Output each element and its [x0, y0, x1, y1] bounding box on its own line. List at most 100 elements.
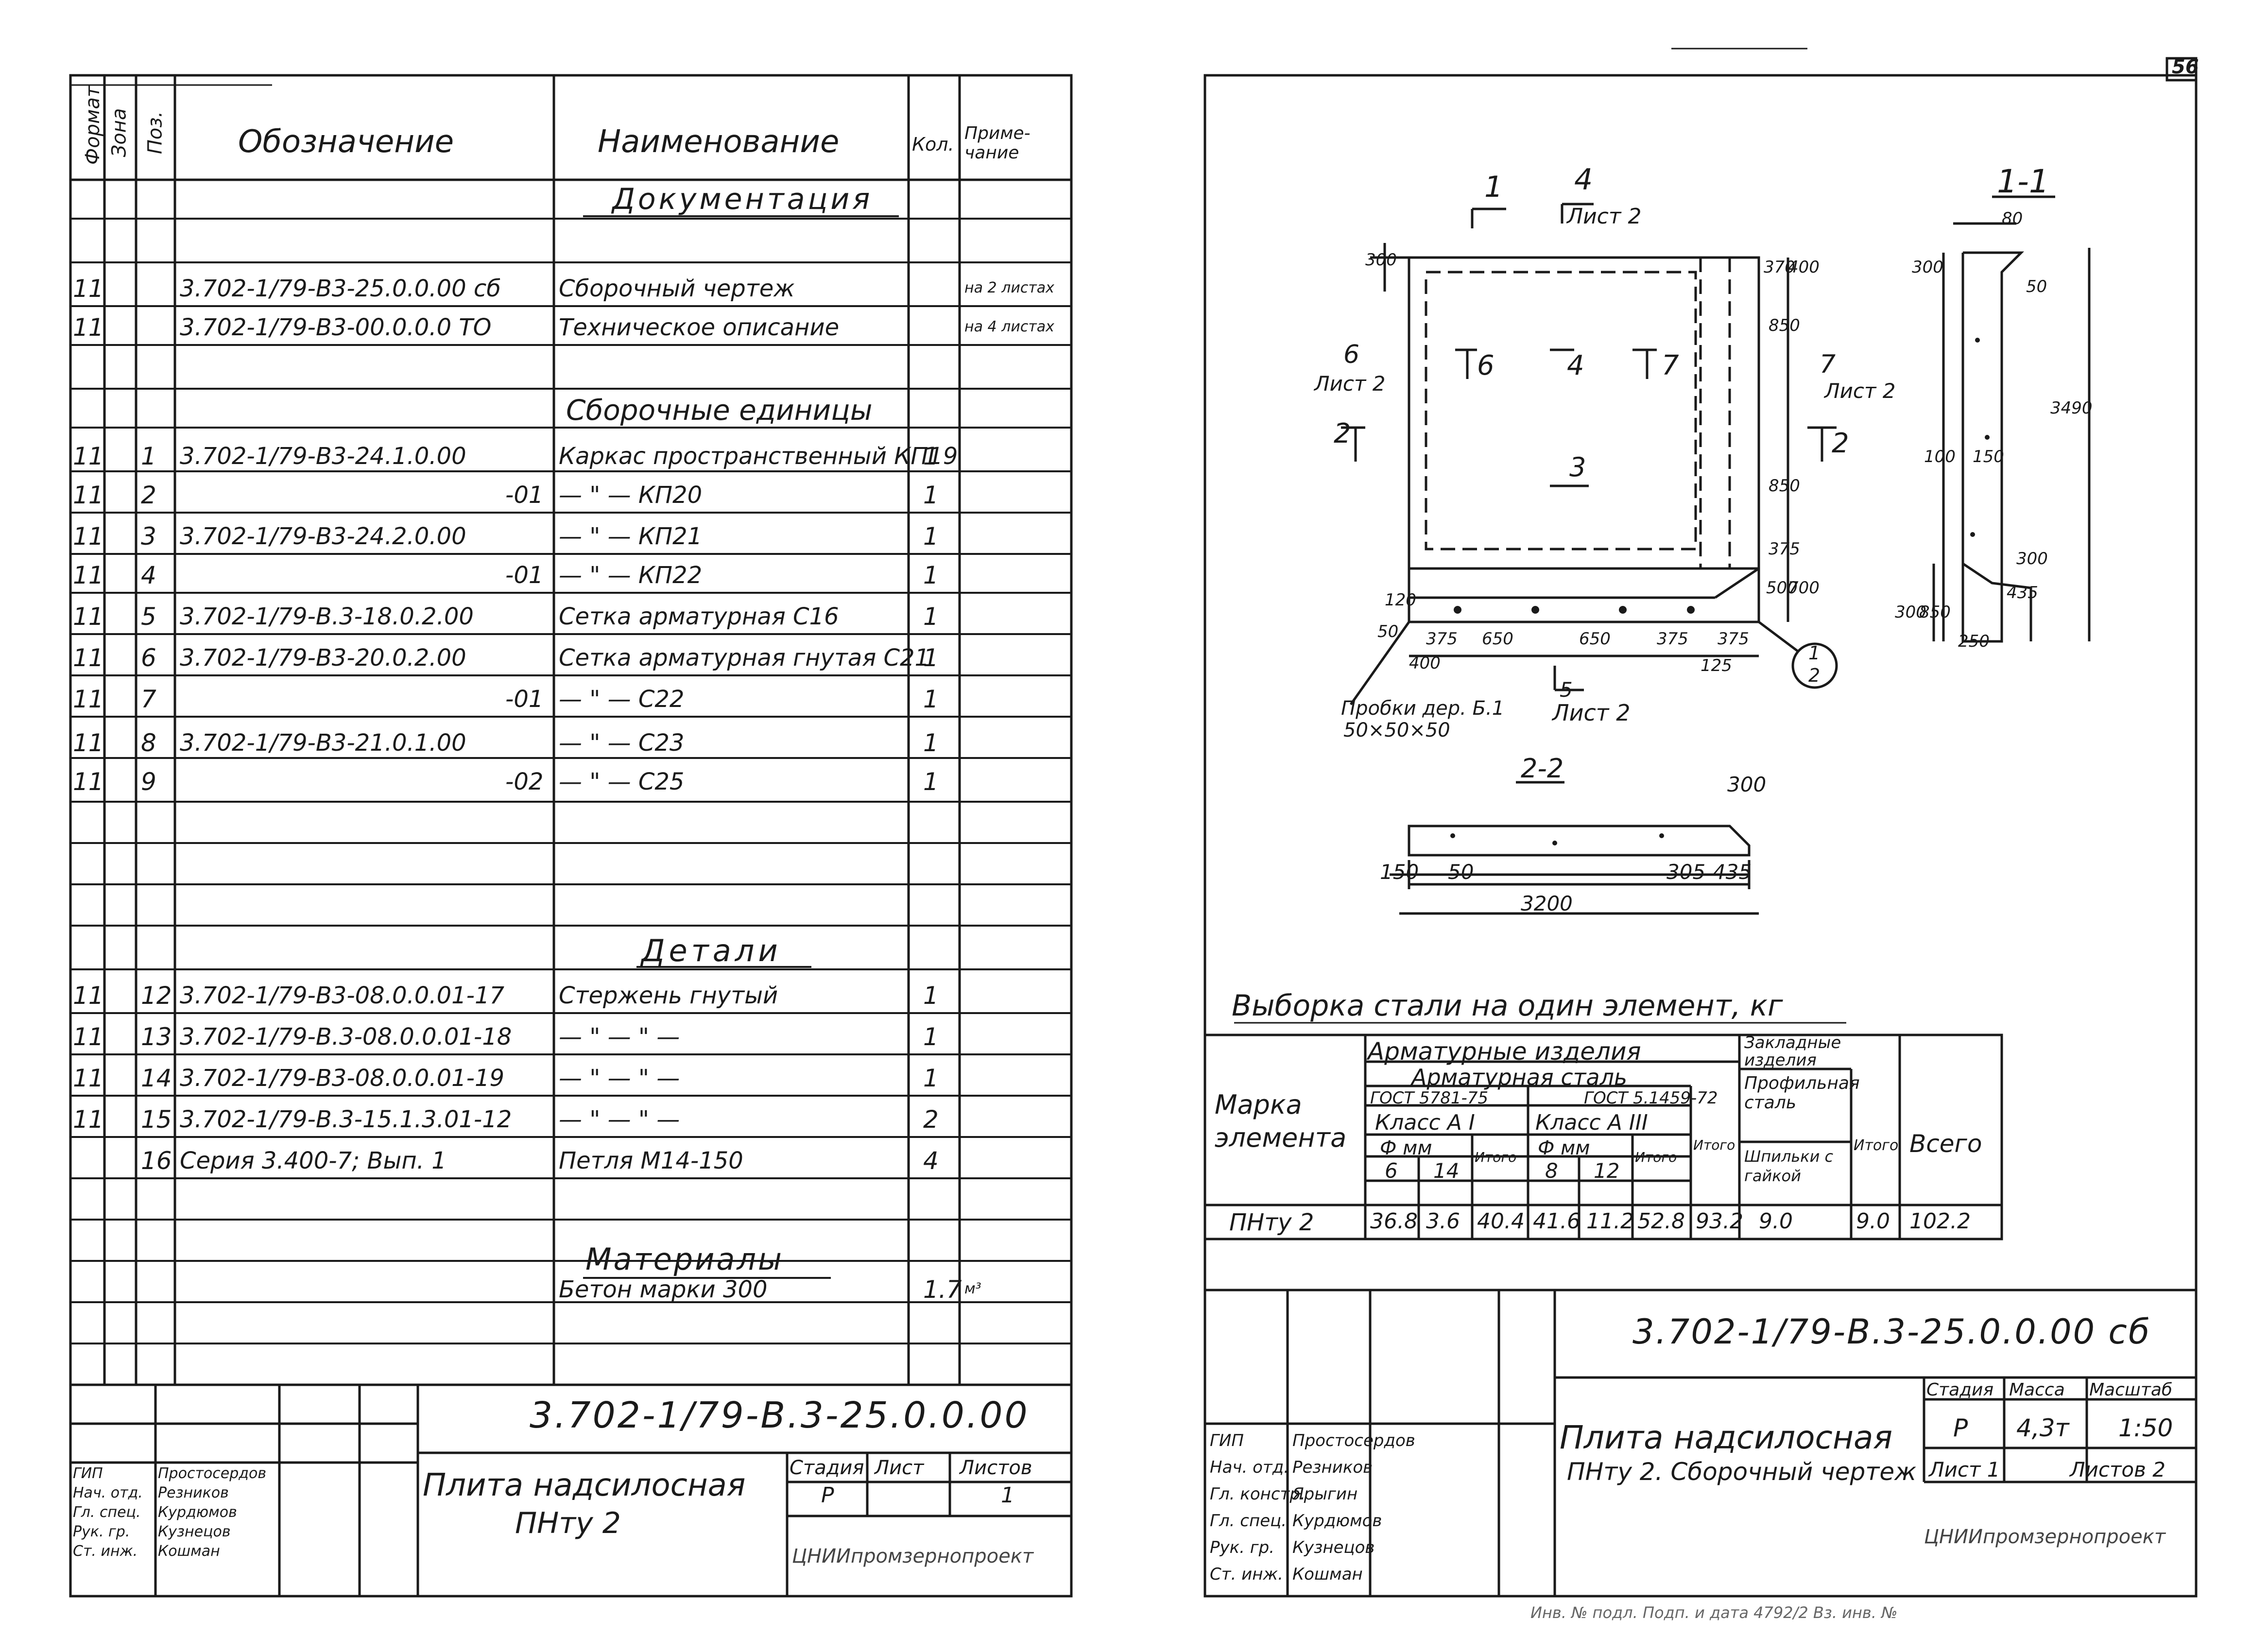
dimension-label: 435	[1713, 860, 1752, 884]
left-title-line2: ПНту 2	[515, 1506, 621, 1540]
steel-cell-b8: 41.6	[1533, 1209, 1581, 1234]
steel-col-mark: Марка элемента	[1215, 1089, 1347, 1153]
left-sheet-label: Лист	[875, 1457, 924, 1479]
right-title-line2: ПНту 2. Сборочный чертеж	[1567, 1458, 1917, 1486]
spec-cell-designation: 3.702-1/79-В3-00.0.0.0 ТО	[180, 314, 492, 341]
spec-cell-qty: 1	[923, 644, 939, 672]
steel-total4: Итого	[1854, 1137, 1899, 1154]
sheet-ref-top: Лист 2	[1567, 204, 1642, 229]
spec-cell-format: 11	[73, 1105, 104, 1134]
spec-cell-designation: 3.702-1/79-В3-24.2.0.00	[180, 523, 466, 550]
dimension-label: 300	[1727, 773, 1767, 796]
spec-cell-designation: -02	[505, 768, 544, 795]
callout-bottom: 2	[1808, 665, 1821, 686]
section-materials: Материалы	[585, 1241, 784, 1277]
spec-cell-note: м³	[964, 1280, 981, 1297]
spec-cell-pos: 12	[141, 982, 172, 1010]
spec-cell-designation: -01	[505, 562, 544, 589]
steel-total1: Итого	[1475, 1149, 1517, 1165]
spec-cell-qty: 1	[923, 729, 939, 757]
steel-class2: Класс А III	[1535, 1110, 1648, 1135]
steel-arm-products: Арматурные изделия	[1368, 1037, 1641, 1066]
spec-cell-qty: 1	[923, 561, 939, 589]
spec-cell-note: на 2 листах	[964, 279, 1054, 296]
dimension-label: 375	[1718, 629, 1749, 649]
section-assembly-units: Сборочные единицы	[566, 394, 873, 427]
right-mass: 4,3т	[2016, 1414, 2069, 1442]
steel-total3: Итого	[1693, 1137, 1735, 1153]
steel-total2: Итого	[1635, 1149, 1677, 1165]
staff-name: Курдюмов	[1292, 1511, 1382, 1531]
left-stage-label: Стадия	[790, 1457, 864, 1479]
spec-cell-name: — " — " —	[559, 1106, 680, 1133]
spec-cell-format: 11	[73, 275, 104, 303]
section-11-label: 1-1	[1997, 163, 2049, 200]
spec-cell-name: Петля М14-150	[559, 1147, 743, 1174]
spec-cell-name: — " — КП20	[559, 482, 703, 509]
right-stage: Р	[1953, 1414, 1968, 1442]
left-doc-code: 3.702-1/79-В.3-25.0.0.00	[530, 1395, 1030, 1436]
spec-cell-format: 11	[73, 561, 104, 589]
steel-d1: 6	[1385, 1159, 1398, 1183]
steel-gost1: ГОСТ 5781-75	[1370, 1088, 1489, 1108]
spec-cell-designation: 3.702-1/79-В3-08.0.0.01-19	[180, 1065, 505, 1092]
steel-cell-bolt: 9.0	[1759, 1209, 1793, 1234]
spec-cell-designation: 3.702-1/79-В.3-15.1.3.01-12	[180, 1106, 512, 1133]
right-scale: 1:50	[2118, 1414, 2173, 1442]
spec-cell-note: на 4 листах	[964, 318, 1054, 335]
steel-d2: 14	[1433, 1159, 1460, 1183]
sheet-ref-7: Лист 2	[1824, 379, 1896, 403]
section-details: Детали	[641, 933, 782, 968]
header-zone: Зона	[108, 108, 131, 157]
staff-role: Рук. гр.	[1210, 1538, 1275, 1557]
header-format: Формат	[82, 86, 104, 165]
right-mass-label: Масса	[2009, 1380, 2065, 1400]
right-doc-code: 3.702-1/79-В.3-25.0.0.00 сб	[1632, 1312, 2151, 1352]
steel-dia1: Ф мм	[1380, 1137, 1432, 1159]
dimension-label: 120	[1385, 590, 1416, 610]
steel-table-title: Выборка стали на один элемент, кг	[1232, 989, 1783, 1023]
spec-cell-name: Сетка арматурная гнутая С21	[559, 644, 930, 672]
staff-name: Простосердов	[1292, 1431, 1415, 1450]
bottom-note: Инв. № подл. Подп. и дата 4792/2 Вз. инв…	[1530, 1603, 1898, 1622]
staff-name: Кошман	[158, 1543, 220, 1560]
cut-label-6: 6	[1343, 340, 1360, 369]
spec-cell-format: 11	[73, 1064, 104, 1092]
cut-label-6-inner: 6	[1477, 350, 1495, 381]
spec-cell-qty: 2	[923, 1105, 939, 1134]
dimension-label: 850	[1769, 476, 1800, 496]
spec-cell-qty: 1	[923, 481, 939, 509]
cut-label-4-top: 4	[1574, 163, 1593, 197]
section-documentation: Документация	[612, 182, 873, 216]
dimension-label: 370	[1764, 258, 1795, 277]
dimension-label: 3200	[1521, 892, 1573, 915]
staff-role: Гл. спец.	[1210, 1511, 1287, 1531]
right-sheets: Листов 2	[2070, 1458, 2165, 1481]
spec-cell-designation: 3.702-1/79-В3-20.0.2.00	[180, 644, 466, 672]
spec-cell-pos: 9	[141, 768, 156, 796]
steel-dia2: Ф мм	[1538, 1137, 1590, 1159]
right-title-line1: Плита надсилосная	[1560, 1419, 1893, 1456]
cut-label-2-right: 2	[1832, 428, 1849, 459]
spec-cell-format: 11	[73, 685, 104, 713]
steel-cell-all: 102.2	[1909, 1209, 1971, 1234]
spec-cell-pos: 14	[141, 1064, 172, 1092]
dimension-label: 650	[1482, 629, 1513, 649]
staff-name: Кузнецов	[158, 1523, 231, 1540]
dimension-label: 375	[1769, 539, 1800, 559]
spec-cell-designation: 3.702-1/79-В3-21.0.1.00	[180, 729, 466, 757]
spec-cell-pos: 2	[141, 481, 156, 509]
dimension-label: 850	[1769, 316, 1800, 335]
dimension-label: 300	[1912, 258, 1943, 277]
spec-cell-name: Каркас пространственный КП19	[559, 443, 958, 470]
left-stage: Р	[821, 1483, 834, 1508]
spec-cell-pos: 4	[141, 561, 156, 589]
steel-profile: Профильная сталь	[1744, 1073, 1860, 1113]
sheet-ref-5: Лист 2	[1552, 700, 1631, 726]
dimension-label: 250	[1958, 632, 1990, 651]
callout-top: 1	[1808, 642, 1821, 664]
steel-cell-t4: 9.0	[1856, 1209, 1890, 1234]
staff-name: Курдюмов	[158, 1504, 237, 1521]
steel-embedded: Закладные изделия	[1744, 1033, 1841, 1070]
staff-name: Простосердов	[158, 1465, 267, 1482]
